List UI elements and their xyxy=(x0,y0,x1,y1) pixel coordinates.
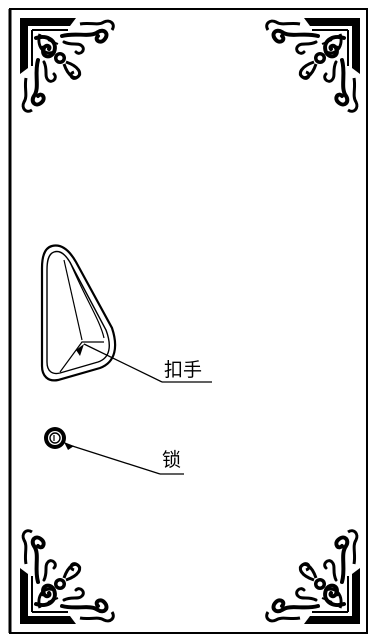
lock-label: 锁 xyxy=(162,449,181,471)
ornate-corner-icon-bottom-left xyxy=(18,528,116,626)
handle-part-icon xyxy=(40,244,117,382)
ornate-corner-icon-bottom-right xyxy=(264,528,362,626)
handle-leader xyxy=(83,343,212,383)
handle-label: 扣手 xyxy=(164,359,202,381)
ornate-corner-icon-top-left xyxy=(18,16,116,114)
lock-leader xyxy=(65,443,184,475)
lock-part-icon xyxy=(44,427,74,450)
ornate-corner-icon-top-right xyxy=(264,16,362,114)
door-frame xyxy=(9,8,368,634)
